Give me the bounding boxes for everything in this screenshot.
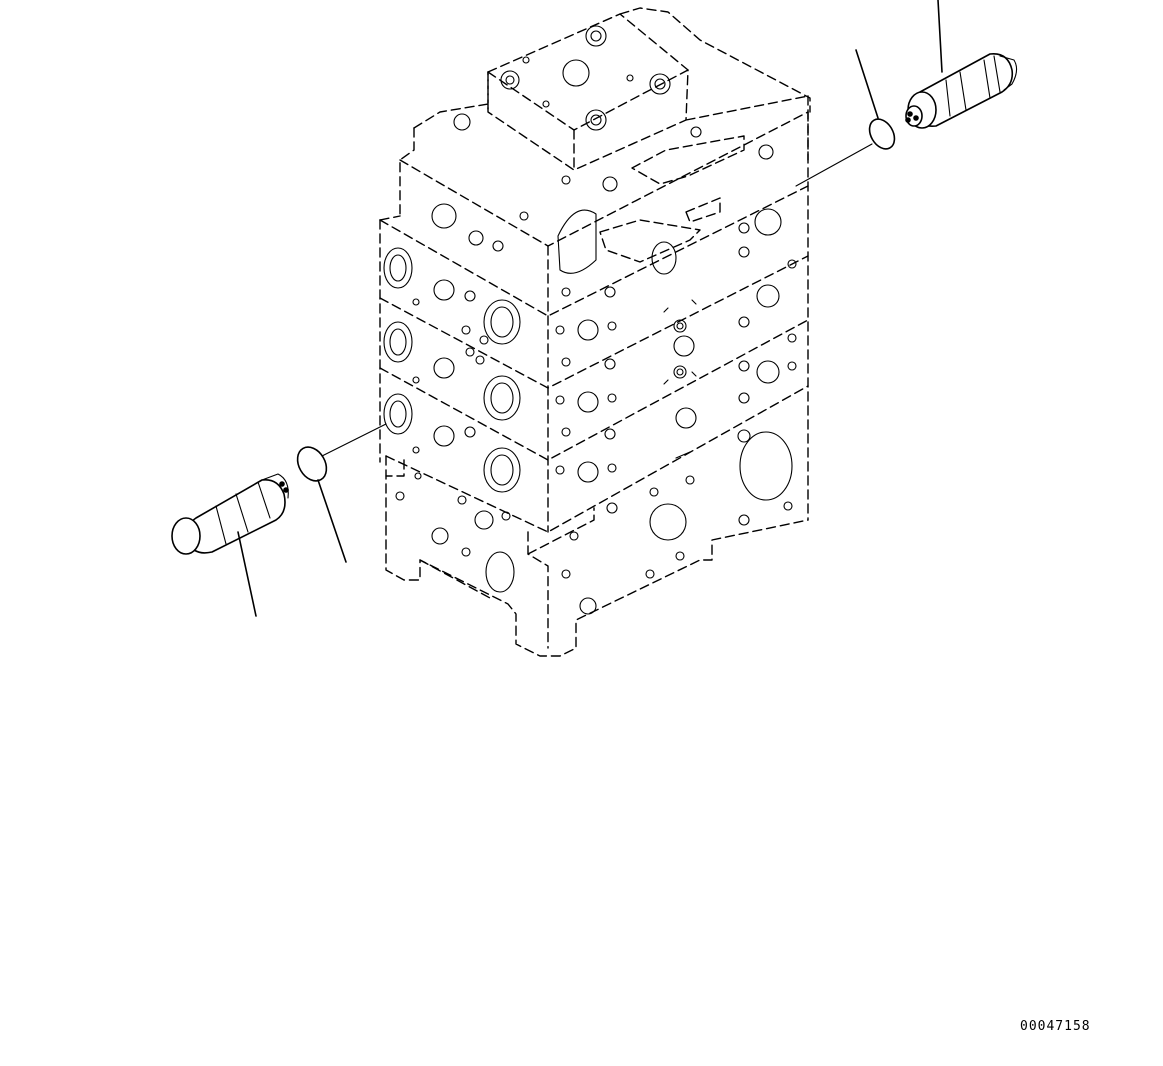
assembly-line-right bbox=[795, 143, 873, 187]
drawing-number: 00047158 bbox=[1020, 1019, 1091, 1034]
top-cover-plate bbox=[487, 7, 811, 171]
o-ring-left bbox=[296, 446, 347, 563]
relief-valve-left bbox=[171, 473, 289, 617]
bottom-housing bbox=[385, 429, 809, 657]
o-ring-right bbox=[855, 49, 896, 150]
valve-sections bbox=[379, 111, 809, 533]
relief-valve-right bbox=[905, 0, 1018, 129]
control-valve-block bbox=[379, 7, 811, 657]
assembly-line-left bbox=[321, 423, 387, 457]
